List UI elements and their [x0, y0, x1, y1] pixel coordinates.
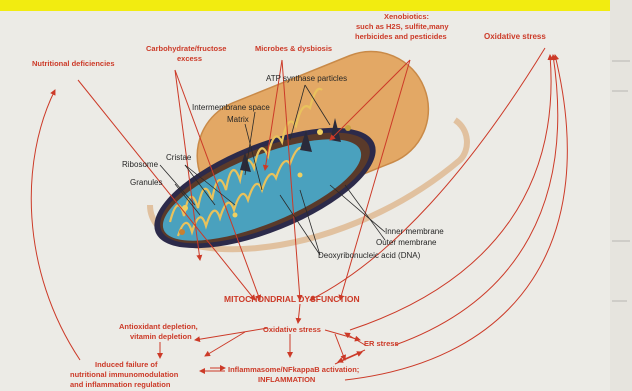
dna-label: Deoxyribonucleic acid (DNA): [318, 251, 420, 260]
oxidative-stress-top-label: Oxidative stress: [484, 32, 546, 41]
inflammation-label-line2: INFLAMMATION: [258, 375, 315, 384]
induced-failure-label-line3: and inflammation regulation: [70, 380, 170, 389]
xenobiotics-label-line3: herbicides and pesticides: [355, 32, 447, 41]
er-stress-label: ER stress: [364, 339, 399, 348]
matrix-label: Matrix: [227, 115, 249, 124]
induced-failure-label-line2: nutritional immunomodulation: [70, 370, 178, 379]
inner-membrane-label: Inner membrane: [385, 227, 444, 236]
oxidative-stress-center-label: Oxidative stress: [263, 325, 321, 334]
ribosome-label: Ribosome: [122, 160, 158, 169]
atp-synthase-label: ATP synthase particles: [266, 74, 347, 83]
outer-membrane-label: Outer membrane: [376, 238, 436, 247]
antioxidant-depletion-label-line1: Antioxidant depletion,: [119, 322, 198, 331]
carbohydrate-label-line2: excess: [177, 54, 202, 63]
antioxidant-depletion-label-line2: vitamin depletion: [130, 332, 192, 341]
xenobiotics-label-line1: Xenobiotics:: [384, 12, 429, 21]
mitochondrial-dysfunction-label: MITOCHONDRIAL DYSFUNCTION: [224, 294, 360, 304]
induced-failure-label-line1: Induced failure of: [95, 360, 158, 369]
inflammasome-label-line1: Inflammasome/NFkappaB activation;: [228, 365, 359, 374]
granules-label: Granules: [130, 178, 162, 187]
intermembrane-space-label: Intermembrane space: [192, 103, 270, 112]
microbes-dysbiosis-label: Microbes & dysbiosis: [255, 44, 332, 53]
xenobiotics-label-line2: such as H2S, sulfite,many: [356, 22, 449, 31]
nutritional-deficiencies-label: Nutritional deficiencies: [32, 59, 115, 68]
carbohydrate-label-line1: Carbohydrate/fructose: [146, 44, 226, 53]
cristae-label: Cristae: [166, 153, 191, 162]
